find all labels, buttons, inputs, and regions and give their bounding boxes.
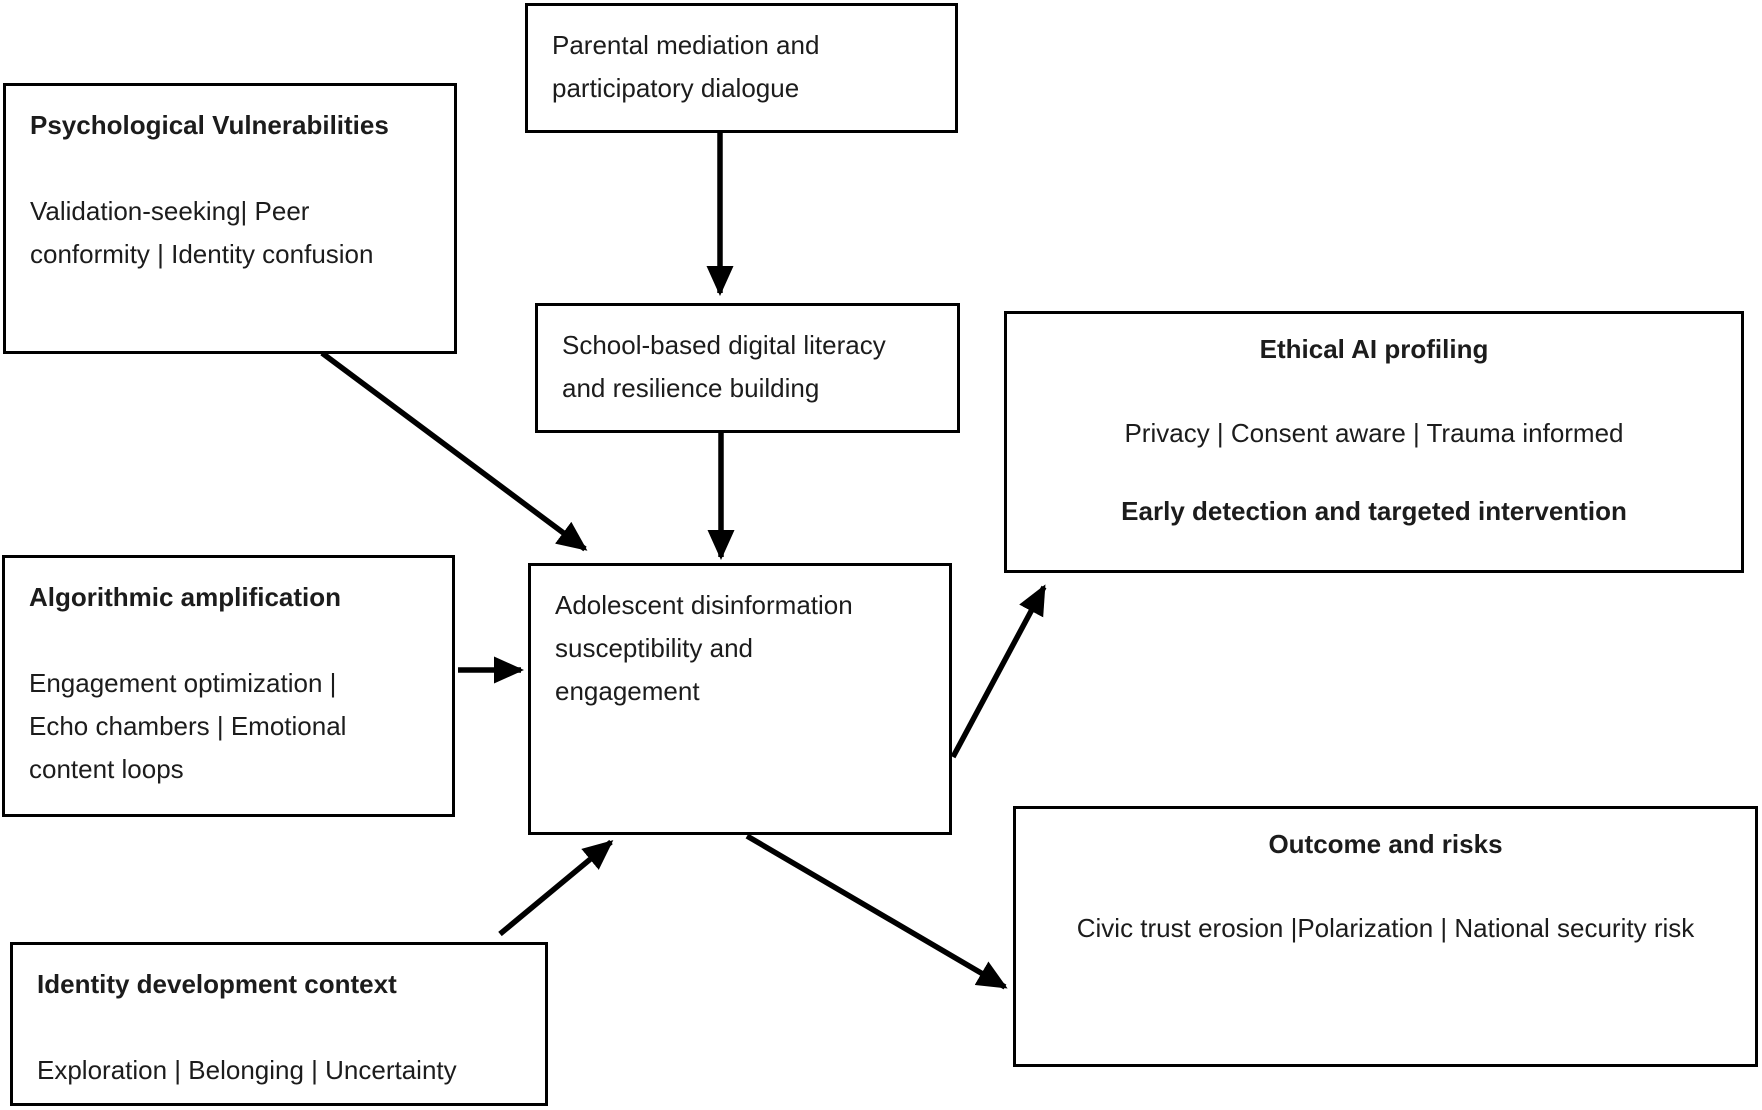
box-text-line: Validation-seeking| Peer bbox=[30, 196, 310, 226]
box-text-line: School-based digital literacy bbox=[562, 330, 886, 360]
box-text-line: Early detection and targeted interventio… bbox=[1121, 496, 1627, 526]
box-text-line: Civic trust erosion |Polarization | Nati… bbox=[1076, 913, 1695, 943]
box-text-line: conformity | Identity confusion bbox=[30, 239, 374, 269]
box-title: Ethical AI profiling bbox=[1259, 334, 1489, 364]
box-text-line: content loops bbox=[29, 754, 184, 784]
arrow-identity-to-adolescent bbox=[498, 839, 614, 937]
box-identity-development-context: Identity development context Exploration… bbox=[10, 942, 548, 1106]
box-text-line: Exploration | Belonging | Uncertainty bbox=[37, 1055, 457, 1085]
box-text-line: Adolescent disinformation bbox=[555, 590, 853, 620]
arrow-adolescent-to-ethical bbox=[950, 584, 1047, 759]
box-text-line: participatory dialogue bbox=[552, 73, 800, 103]
box-title: Identity development context bbox=[37, 969, 397, 999]
box-text-line: Echo chambers | Emotional bbox=[29, 711, 347, 741]
arrow-adolescent-to-outcome bbox=[745, 833, 1008, 990]
box-text-line: Privacy | Consent aware | Trauma informe… bbox=[1124, 418, 1624, 448]
box-school-digital-literacy: School-based digital literacy and resili… bbox=[535, 303, 960, 433]
box-outcome-and-risks: Outcome and risks Civic trust erosion |P… bbox=[1013, 806, 1758, 1067]
box-ethical-ai-profiling: Ethical AI profiling Privacy | Consent a… bbox=[1004, 311, 1744, 573]
box-text-line: and resilience building bbox=[562, 373, 820, 403]
box-parental-mediation: Parental mediation and participatory dia… bbox=[525, 3, 958, 133]
box-psychological-vulnerabilities: Psychological Vulnerabilities Validation… bbox=[3, 83, 457, 354]
box-text-line: susceptibility and bbox=[555, 633, 753, 663]
box-title: Outcome and risks bbox=[1268, 829, 1503, 859]
box-adolescent-susceptibility: Adolescent disinformation susceptibility… bbox=[528, 563, 952, 835]
box-title: Psychological Vulnerabilities bbox=[30, 110, 389, 140]
box-text-line: engagement bbox=[555, 676, 700, 706]
box-text-line: Engagement optimization | bbox=[29, 668, 337, 698]
box-title: Algorithmic amplification bbox=[29, 582, 342, 612]
box-algorithmic-amplification: Algorithmic amplification Engagement opt… bbox=[2, 555, 455, 817]
box-text-line: Parental mediation and bbox=[552, 30, 820, 60]
